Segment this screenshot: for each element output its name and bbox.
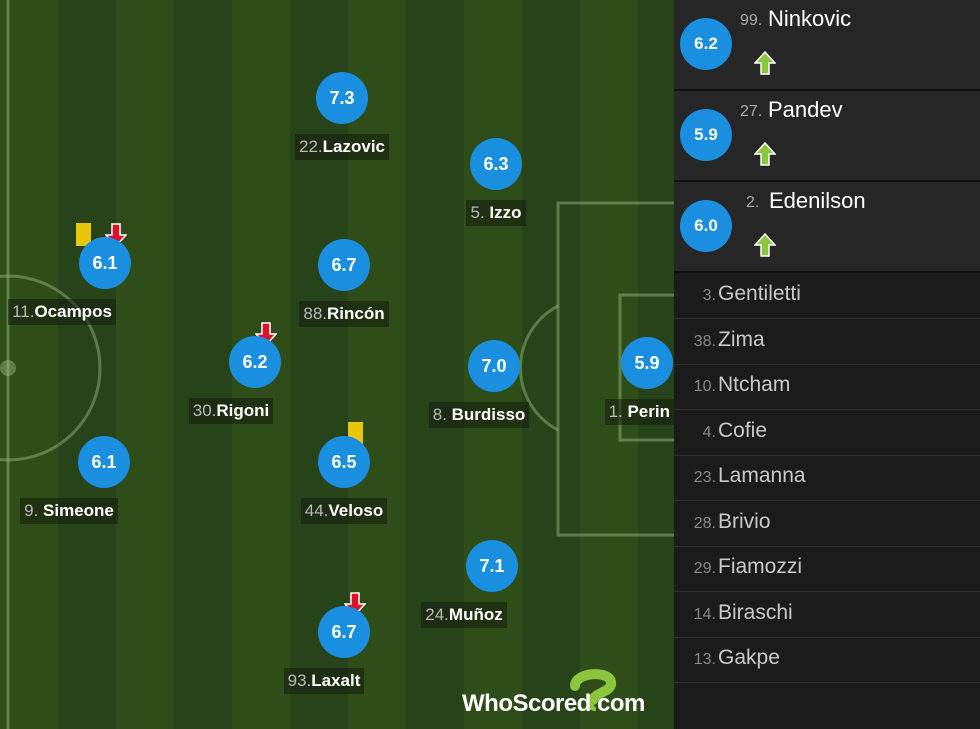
bench-row[interactable]: 28.Brivio (674, 501, 980, 547)
rating-badge: 7.0 (468, 340, 520, 392)
player-name: Lamanna (718, 464, 806, 487)
player-name: Ntcham (718, 373, 791, 396)
shirt-number: 11. (12, 302, 35, 321)
rating-badge: 6.3 (470, 138, 522, 190)
bench-row[interactable]: 38.Zima (674, 319, 980, 365)
rating-badge: 5.9 (680, 109, 732, 161)
sub-used-row[interactable]: 6.0 2. Edenilson (674, 182, 980, 273)
rating-badge: 7.3 (316, 72, 368, 124)
yellow-card-icon (76, 223, 91, 246)
sub-on-arrow-icon (754, 141, 776, 166)
player-name: Fiamozzi (718, 555, 803, 578)
rating-badge: 5.9 (621, 337, 673, 389)
rating-badge: 6.0 (680, 200, 732, 252)
shirt-number: 1. (608, 402, 628, 421)
player-name: Burdisso (451, 405, 526, 424)
player-name: Pandev (768, 97, 843, 122)
player-name: Gakpe (718, 646, 780, 669)
sub-used-row[interactable]: 5.9 27. Pandev (674, 91, 980, 182)
rating-badge: 6.5 (318, 436, 370, 488)
shirt-number: 99. (740, 12, 763, 29)
bench-row[interactable]: 10.Ntcham (674, 364, 980, 410)
player-name: Izzo (489, 203, 522, 222)
rating-badge: 6.2 (229, 336, 281, 388)
rating-badge: 6.7 (318, 239, 370, 291)
player-name: Simeone (43, 501, 114, 520)
whoscored-logo-icon (570, 669, 617, 710)
shirt-number: 5. (470, 203, 490, 222)
pitch: 7.3 22.Lazovic 6.3 5. Izzo 6.1 11.Ocampo… (0, 0, 674, 729)
bench-row[interactable]: 4.Cofie (674, 410, 980, 456)
shirt-number: 93. (287, 671, 312, 690)
rating-badge: 6.1 (79, 237, 131, 289)
bench-row[interactable]: 23.Lamanna (674, 455, 980, 501)
pitch-markings (0, 0, 674, 729)
player-name: Brivio (718, 510, 771, 533)
rating-badge: 7.1 (466, 540, 518, 592)
player-name: Cofie (718, 419, 768, 442)
rating-badge: 6.7 (318, 606, 370, 658)
shirt-number: 30. (192, 401, 217, 420)
bench-row[interactable]: 29.Fiamozzi (674, 546, 980, 592)
rating-badge: 6.2 (680, 18, 732, 70)
sub-used-row[interactable]: 6.2 99. Ninkovic (674, 0, 980, 91)
shirt-number: 22. (299, 137, 323, 156)
player-name: Lazovic (322, 137, 385, 156)
substitutes-panel: 6.2 99. Ninkovic 5.9 27. Pandev 6.0 2. E… (674, 0, 980, 729)
shirt-number: 44. (304, 501, 329, 520)
bench-row[interactable]: 13.Gakpe (674, 637, 980, 683)
shirt-number: 24. (425, 605, 449, 624)
player-name: Rigoni (216, 401, 270, 420)
player-name: Perin (627, 402, 670, 421)
bench-row[interactable]: 3.Gentiletti (674, 273, 980, 319)
sub-on-arrow-icon (754, 232, 776, 257)
player-name: Veloso (328, 501, 384, 520)
player-name: Ninkovic (768, 6, 852, 31)
shirt-number: 9. (24, 501, 44, 520)
shirt-number: 27. (740, 103, 763, 120)
whoscored-brand: WhoScored.com (462, 690, 645, 717)
player-name: Laxalt (311, 671, 361, 690)
shirt-number: 2. (746, 194, 760, 211)
player-name: Rincón (327, 304, 385, 323)
player-name: Gentiletti (718, 282, 801, 305)
player-name: Muñoz (448, 605, 503, 624)
bench-row[interactable]: 14.Biraschi (674, 592, 980, 638)
player-name: Biraschi (718, 601, 793, 624)
rating-badge: 6.1 (78, 436, 130, 488)
player-name: Zima (718, 328, 765, 351)
shirt-number: 8. (432, 405, 452, 424)
player-name: Ocampos (34, 302, 112, 321)
sub-on-arrow-icon (754, 50, 776, 75)
player-name: Edenilson (769, 188, 866, 213)
shirt-number: 88. (303, 304, 328, 323)
